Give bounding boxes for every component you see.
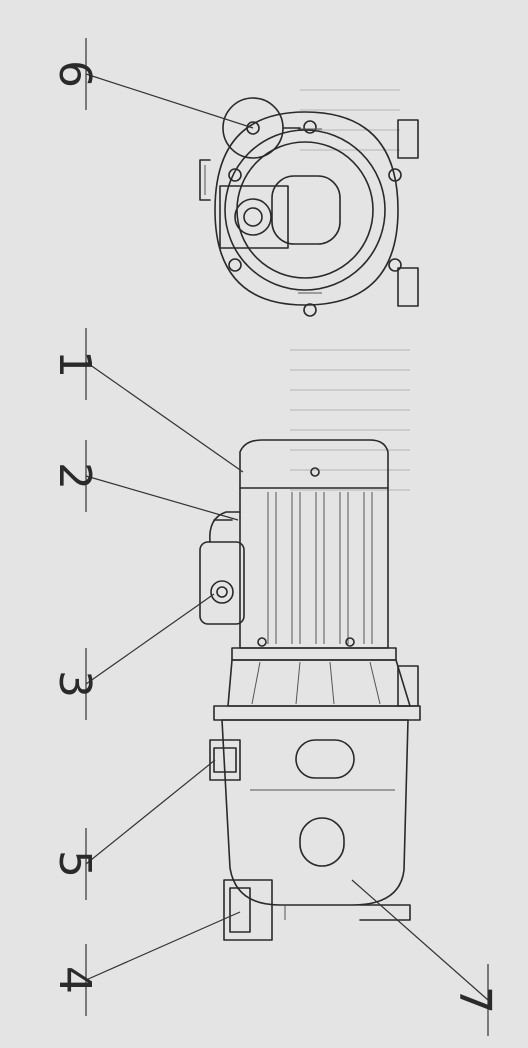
callout-4: 4 <box>49 966 100 994</box>
callout-label-1: 1 <box>49 350 100 378</box>
motor-side-view <box>199 439 397 661</box>
pump-housing-side-view <box>209 659 421 941</box>
callout-label-7: 7 <box>449 986 500 1014</box>
pump-end-view <box>199 97 419 317</box>
callout-label-3: 3 <box>49 670 100 698</box>
callout-5: 5 <box>49 850 100 878</box>
callout-3: 3 <box>49 670 100 698</box>
bleed-through-text <box>290 89 410 491</box>
callout-label-5: 5 <box>49 850 100 878</box>
leader-lines <box>85 38 489 1036</box>
callout-6: 6 <box>49 60 100 88</box>
callout-2: 2 <box>49 462 100 490</box>
callout-label-2: 2 <box>49 462 100 490</box>
callout-label-4: 4 <box>49 966 100 994</box>
callout-1: 1 <box>49 350 100 378</box>
callout-7: 7 <box>449 986 500 1014</box>
callout-label-6: 6 <box>49 60 100 88</box>
